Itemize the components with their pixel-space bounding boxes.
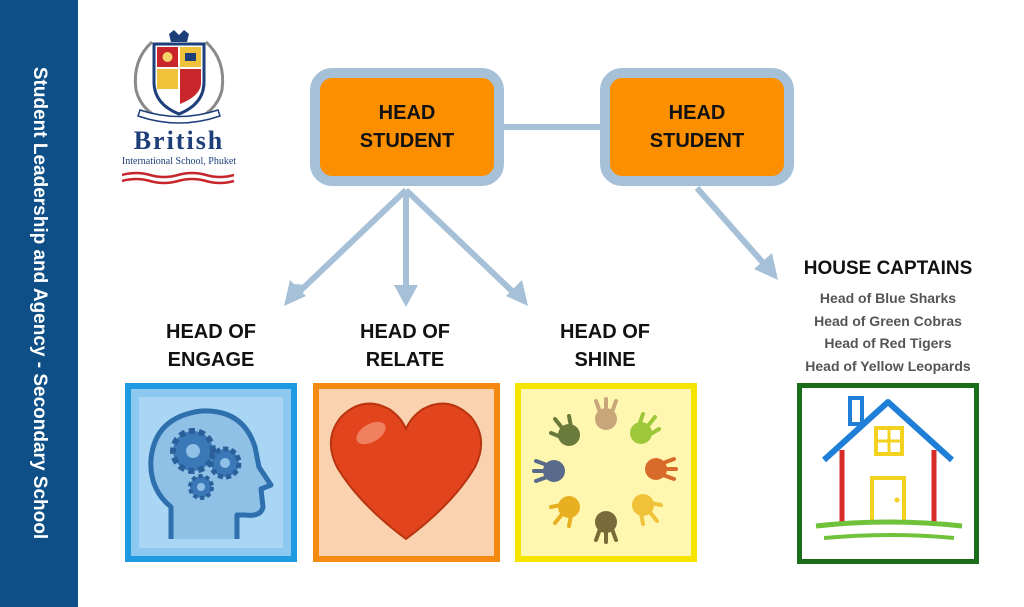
list-item: Head of Red Tigers [824, 335, 952, 351]
arrow-to-engage [295, 187, 409, 296]
arrow-to-shine [403, 187, 517, 296]
logo-name: British [133, 126, 225, 155]
head-gears-icon [139, 397, 283, 548]
shine-label: HEAD OF SHINE [560, 321, 650, 371]
engage-tile [125, 383, 297, 562]
logo-subtitle: International School, Phuket [121, 156, 237, 167]
sidebar: Student Leadership and Agency - Secondar… [0, 0, 78, 607]
house-tile [797, 383, 979, 564]
house-captains-list: Head of Blue Sharks Head of Green Cobras… [778, 287, 998, 377]
shine-tile [515, 383, 697, 562]
list-item: Head of Yellow Leopards [805, 357, 971, 374]
head-student-label-1: HEAD STUDENT [359, 102, 455, 152]
relate-label: HEAD OF RELATE [360, 321, 450, 371]
crest-icon [133, 30, 225, 124]
heart-icon [330, 402, 482, 541]
head-student-box-1: HEAD STUDENT [310, 68, 504, 186]
arrow-to-captains [694, 186, 768, 267]
house-captains-title: HOUSE CAPTAINS [803, 258, 973, 279]
wave-icon [122, 171, 235, 185]
house-icon [815, 396, 963, 540]
head-student-box-2: HEAD STUDENT [600, 68, 794, 186]
head-student-label-2: HEAD STUDENT [649, 102, 745, 152]
hands-circle-icon [532, 397, 678, 544]
list-item: Head of Green Cobras [814, 312, 962, 329]
relate-tile [313, 383, 500, 562]
list-item: Head of Blue Sharks [819, 290, 957, 306]
engage-label: HEAD OF ENGAGE [166, 321, 256, 371]
school-logo: British International School, Phuket [112, 30, 246, 185]
